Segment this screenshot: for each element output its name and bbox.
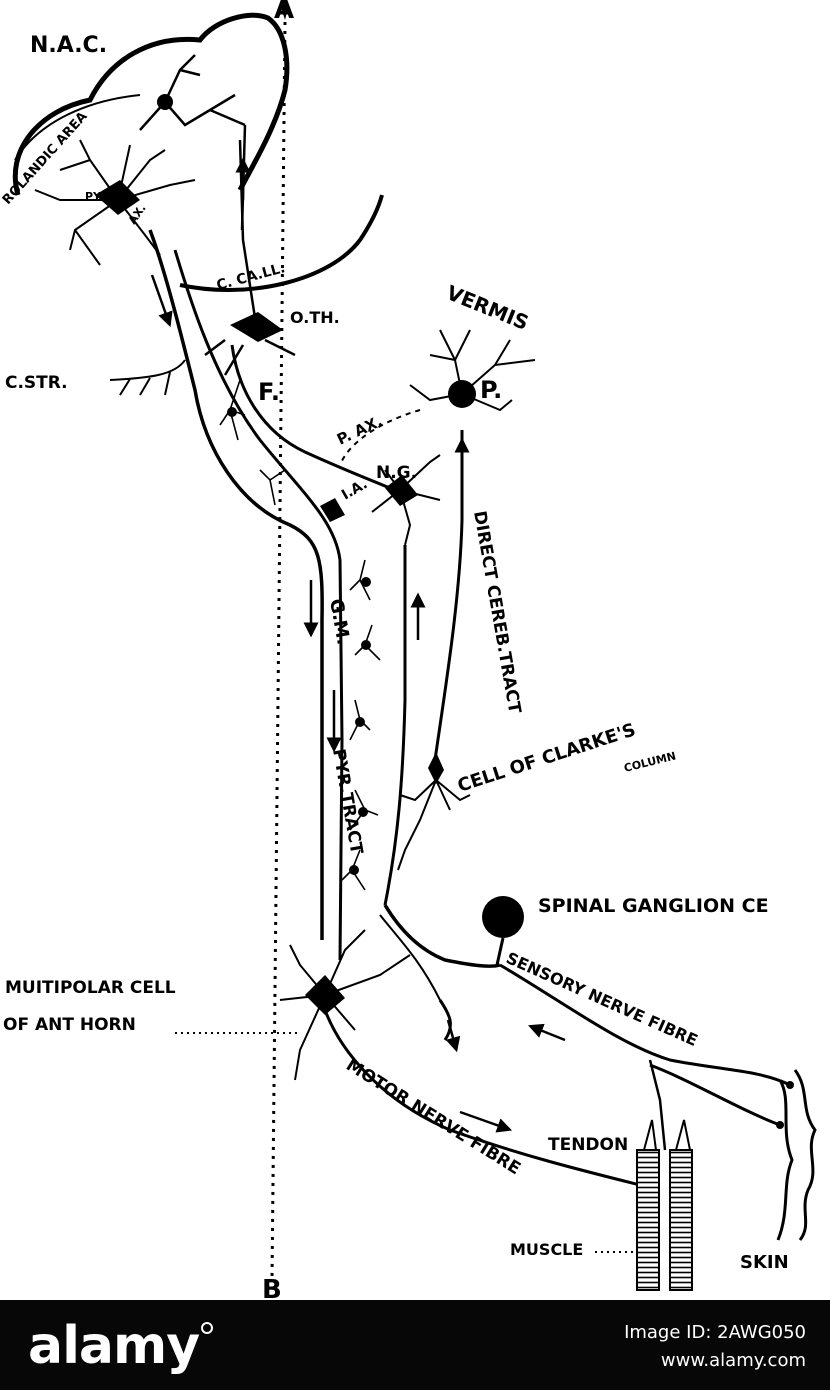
dorsal-root-fibre [383, 904, 501, 968]
ng-dendrites [371, 454, 441, 546]
label-oth: O.TH. [290, 308, 340, 327]
label-p-ax: P. AX. [334, 412, 385, 449]
label-p: P. [480, 376, 502, 404]
cortex-outline [12, 12, 290, 196]
registered-mark-icon [201, 1322, 214, 1334]
collateral-branch [379, 914, 441, 1001]
ganglion-stem [495, 937, 505, 966]
label-multipolar-cell: MUITIPOLAR CELL [5, 978, 176, 998]
corpus-callosum [179, 194, 384, 292]
tendon-fibre [648, 1059, 667, 1151]
direct-cereb-tract-fibre [433, 430, 464, 761]
watermark-footer: alamy Image ID: 2AWG050 www.alamy.com [0, 1300, 830, 1390]
oth-cell-body [230, 312, 283, 342]
pyramidal-cell-body [95, 180, 140, 215]
sensory-nerve-fibre [499, 963, 791, 1087]
label-gm: G.M. [325, 597, 354, 646]
reference-line-ab [270, 21, 287, 1279]
purkinje-axon [339, 409, 421, 466]
site-url-text: www.alamy.com [660, 1350, 806, 1371]
interneuron-bodies [227, 407, 371, 875]
label-muscle: MUSCLE [510, 1240, 583, 1259]
label-motor-nerve-fibre: MOTOR NERVE FIBRE [342, 1055, 524, 1179]
label-tendon: TENDON [548, 1135, 628, 1155]
pyr-tract-inner [173, 249, 344, 961]
label-f: F. [258, 378, 280, 406]
label-skin: SKIN [740, 1252, 789, 1273]
label-ng: N.G. [376, 463, 417, 483]
brand-text: alamy [28, 1316, 200, 1376]
spinal-ganglion-cell [482, 896, 524, 938]
skin-ending-2 [776, 1121, 784, 1129]
clarke-cell-body [428, 752, 444, 784]
label-c-str: C.STR. [5, 373, 68, 393]
motor-nerve-fibre [323, 1009, 641, 1187]
c-str-branch [109, 359, 186, 396]
multipolar-dendrites [279, 929, 411, 1081]
label-ia: I.A. [339, 476, 370, 503]
fillet-fibre [230, 344, 396, 492]
neural-pathway-diagram: A B N.A.C. ROLANDIC AREA PYR. AX. C. CA.… [0, 0, 817, 1300]
tendon-right [675, 1119, 691, 1151]
rolandic-arc [14, 94, 141, 161]
label-direct-cereb-tract: DIRECT CEREB.TRACT [469, 509, 524, 715]
label-cell-of-clarkes: CELL OF CLARKE'S [455, 719, 638, 796]
ia-cell [320, 498, 345, 522]
image-id-text: Image ID: 2AWG050 [624, 1322, 806, 1343]
alamy-logo: alamy [28, 1316, 214, 1376]
label-spinal-ganglion: SPINAL GANGLION CE [538, 895, 769, 917]
skin-ending-1 [786, 1081, 794, 1089]
sensory-lower-branch [438, 999, 781, 1127]
skin-papillae [776, 1069, 817, 1241]
ascending-fibre [383, 545, 407, 906]
purkinje-dendrites [409, 329, 536, 412]
tendon-left [643, 1119, 657, 1151]
label-of-ant-horn: OF ANT HORN [3, 1015, 136, 1035]
label-sensory-nerve-fibre: SENSORY NERVE FIBRE [503, 948, 700, 1050]
muscle-fibre-left [636, 1149, 660, 1291]
clarke-dendrites [397, 779, 471, 871]
nac-dendrites [139, 54, 247, 231]
pyramidal-tract-fibre [148, 229, 324, 940]
pyramidal-dendrites [34, 139, 196, 266]
label-column: COLUMN [623, 749, 678, 774]
direction-arrows [150, 157, 566, 1133]
oth-axon [204, 139, 296, 376]
label-nac: N.A.C. [30, 33, 107, 58]
label-rolandic-area: ROLANDIC AREA [0, 109, 91, 207]
muscle-fibre-right [669, 1149, 693, 1291]
label-point-a: A [274, 0, 294, 25]
label-pyr: PYR. [85, 190, 114, 203]
label-point-b: B [262, 1275, 282, 1300]
label-vermis: VERMIS [443, 280, 532, 335]
arrowhead-a [280, 4, 289, 20]
